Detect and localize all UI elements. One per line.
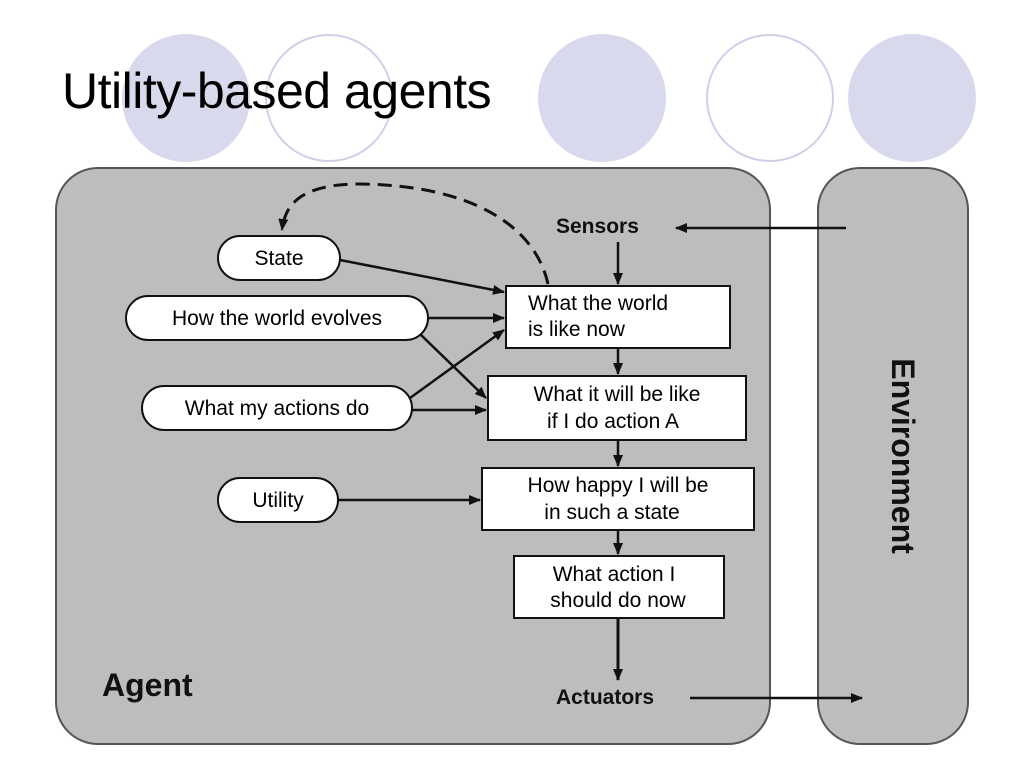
state-oval-label: State	[254, 247, 303, 270]
agent-panel	[55, 167, 771, 745]
state-oval	[217, 235, 341, 281]
world-now-box-line-2: is like now	[528, 318, 626, 341]
what-action-box-line-1: What action I	[553, 563, 676, 586]
sensors-label: Sensors	[556, 215, 639, 238]
state-to-world-now-arrow	[339, 258, 505, 295]
decor-circle-2	[265, 34, 393, 162]
decor-circle-1	[122, 34, 250, 162]
decor-circle-5	[848, 34, 976, 162]
how-happy-box-line-2: in such a state	[544, 501, 679, 524]
actuators-label: Actuators	[556, 686, 654, 709]
actions-do-oval	[141, 385, 413, 431]
decor-circle-4	[706, 34, 834, 162]
slide-title: Utility-based agents	[62, 63, 492, 119]
if-action-box-line-2: if I do action A	[547, 410, 679, 433]
world-evolves-oval-label: How the world evolves	[172, 307, 382, 330]
actions-do-to-world-now-arrow	[409, 328, 505, 400]
environment-panel	[817, 167, 969, 745]
utility-oval-label: Utility	[252, 489, 304, 512]
what-action-box-line-2: should do now	[550, 589, 686, 612]
what-action-box	[513, 555, 725, 619]
if-action-box-line-1: What it will be like	[534, 383, 701, 406]
agent-label: Agent	[102, 667, 193, 703]
environment-label: Environment	[885, 358, 921, 554]
decor-circle-3	[538, 34, 666, 162]
world-now-box-line-1: What the world	[528, 292, 668, 315]
actions-do-oval-label: What my actions do	[185, 397, 369, 420]
state-feedback-dashed-arrow	[278, 182, 550, 285]
how-happy-box-line-1: How happy I will be	[528, 474, 709, 497]
